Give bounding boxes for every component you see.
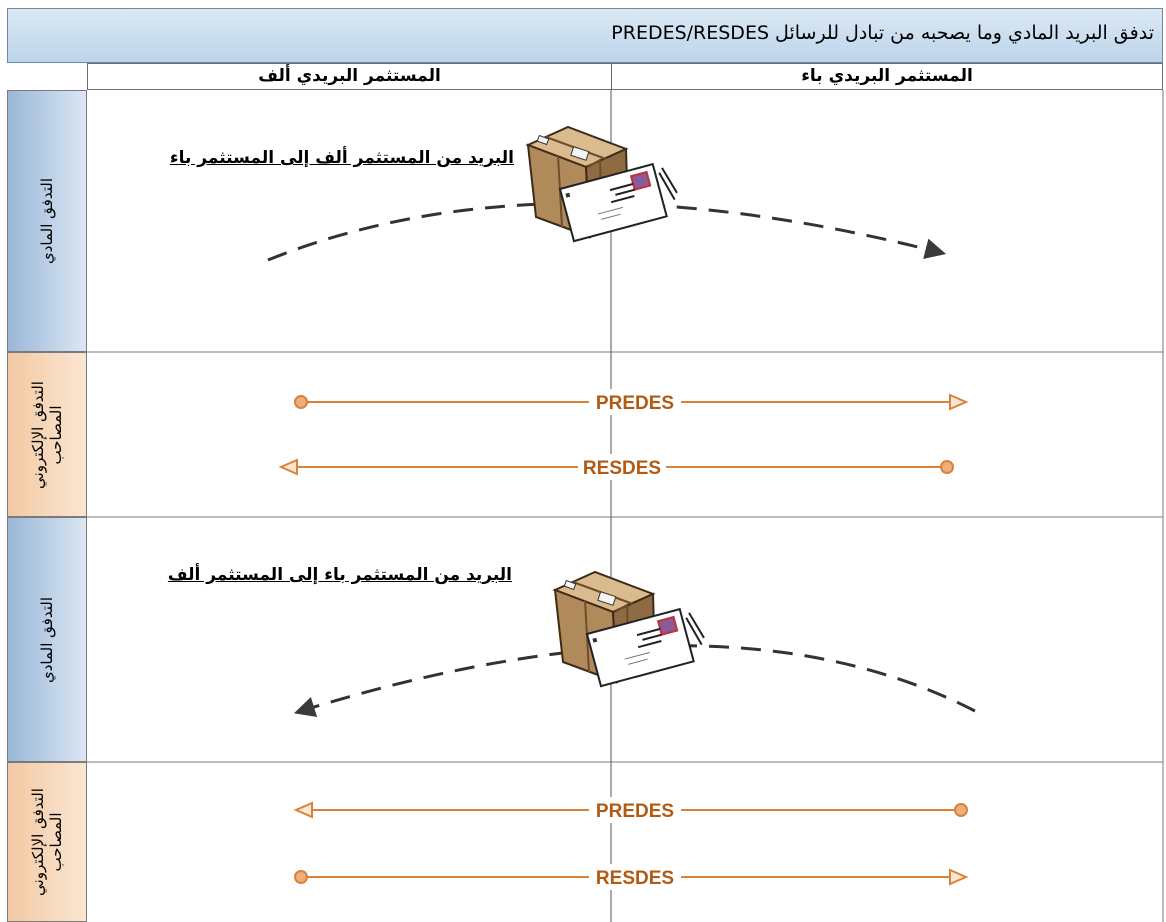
column-header-operator-b: المستثمر البريدي باء (611, 63, 1163, 90)
message-origin-dot (940, 460, 954, 474)
column-header-operator-a: المستثمر البريدي ألف (87, 63, 612, 90)
diagram-title: تدفق البريد المادي وما يصحبه من تبادل لل… (611, 22, 1154, 44)
lane-label-electronic-1: التدفق الإلكتروني المصاحب (7, 352, 87, 517)
message-predes-a-to-b: PREDES (294, 389, 969, 415)
message-resdes-a-to-b: RESDES (294, 864, 969, 890)
parcel-and-letter-icon (525, 125, 678, 243)
message-label: PREDES (596, 801, 674, 822)
message-label: RESDES (583, 458, 661, 479)
message-origin-dot (294, 395, 308, 409)
lane-grid (87, 90, 1164, 922)
message-arrowhead (949, 393, 969, 411)
message-label: PREDES (596, 393, 674, 414)
lane-label-physical-1: التدفق المادي (7, 90, 87, 352)
message-origin-dot (954, 803, 968, 817)
message-arrowhead (278, 458, 298, 476)
message-arrowhead (949, 868, 969, 886)
title-bar: تدفق البريد المادي وما يصحبه من تبادل لل… (7, 8, 1163, 63)
message-arrowhead (293, 801, 313, 819)
flow-caption-a-to-b: البريد من المستثمر ألف إلى المستثمر باء (169, 148, 514, 168)
message-resdes-b-to-a: RESDES (278, 454, 954, 480)
flow-caption-b-to-a: البريد من المستثمر باء إلى المستثمر ألف (167, 565, 512, 585)
parcel-and-letter-icon (552, 570, 705, 688)
message-origin-dot (294, 870, 308, 884)
lane-label-physical-2: التدفق المادي (7, 517, 87, 762)
message-label: RESDES (596, 868, 674, 889)
message-predes-b-to-a: PREDES (293, 797, 968, 823)
